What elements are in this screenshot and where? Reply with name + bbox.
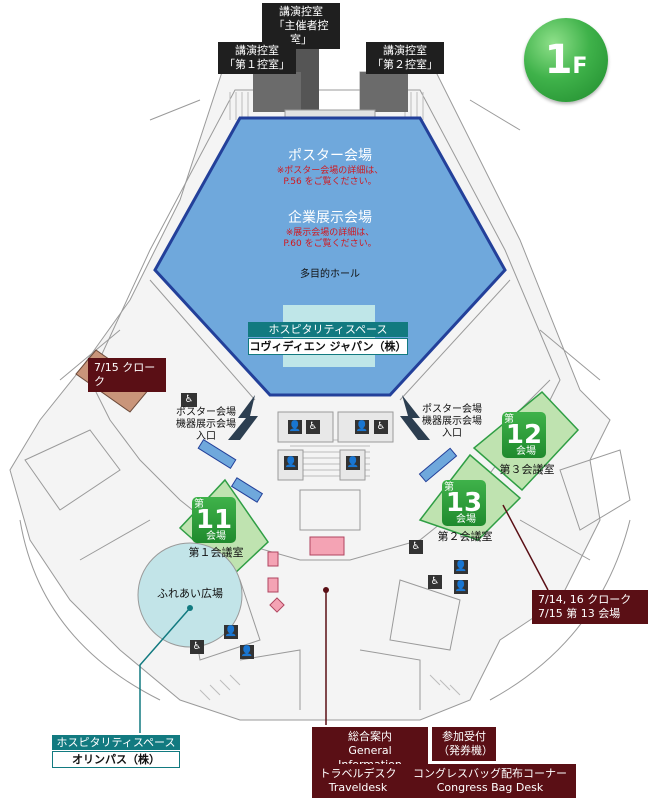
- label-control-room-2: 講演控室「第２控室」: [366, 42, 444, 74]
- poster-note: ※ポスター会場の詳細は、P.56 をご覧ください。: [276, 166, 384, 187]
- hospitality-header: ホスピタリティスペース: [248, 322, 408, 337]
- room-13-caption: 第２会議室: [437, 530, 493, 543]
- poster-hall-title: ポスター会場: [288, 148, 372, 164]
- wheelchair-icon: ♿: [409, 540, 423, 554]
- restroom-icon: 👤: [288, 420, 302, 434]
- room-12-caption: 第３会議室: [499, 463, 555, 476]
- hospitality-bottom-sponsor: オリンパス（株）: [52, 751, 180, 768]
- wheelchair-icon: ♿: [181, 393, 197, 407]
- wheelchair-icon: ♿: [190, 640, 204, 654]
- exhibit-hall-title: 企業展示会場: [288, 210, 372, 226]
- restroom-icon: 👤: [454, 580, 468, 594]
- exhibit-note: ※展示会場の詳細は、P.60 をご覧ください。: [283, 228, 377, 249]
- entrance-arrow-icon: [228, 395, 258, 440]
- hospitality-bottom-header: ホスピタリティスペース: [52, 735, 180, 750]
- entrance-arrow-icon: [400, 395, 430, 440]
- wheelchair-icon: ♿: [306, 420, 320, 434]
- multipurpose-hall-label: 多目的ホール: [300, 269, 360, 280]
- floor-badge: 1F: [524, 18, 608, 102]
- label-control-room-1: 講演控室「第１控室」: [218, 42, 296, 74]
- restroom-icon: 👤: [240, 645, 254, 659]
- room-13-badge: 第 13 会場: [442, 480, 486, 526]
- room-11-badge: 第 11 会場: [192, 497, 236, 543]
- cloak-label: 7/15 クローク: [88, 358, 166, 392]
- restroom-icon: 👤: [346, 456, 360, 470]
- hospitality-sponsor: コヴィディエン ジャパン（株）: [248, 338, 408, 355]
- entrance-left-label: ポスター会場機器展示会場入口: [176, 407, 236, 442]
- entrance-right-label: ポスター会場機器展示会場入口: [422, 404, 482, 439]
- label-organizer-room: 講演控室「主催者控室」: [262, 3, 340, 49]
- room-11-caption: 第１会議室: [188, 546, 244, 559]
- wheelchair-icon: ♿: [374, 420, 388, 434]
- restroom-icon: 👤: [355, 420, 369, 434]
- wheelchair-icon: ♿: [428, 575, 442, 589]
- restroom-icon: 👤: [284, 456, 298, 470]
- restroom-icon: 👤: [224, 625, 238, 639]
- restroom-icon: 👤: [454, 560, 468, 574]
- room-12-badge: 第 12 会場: [502, 412, 546, 458]
- registration-box: 参加受付（発券機）: [432, 727, 496, 761]
- plaza-label: ふれあい広場: [157, 587, 223, 600]
